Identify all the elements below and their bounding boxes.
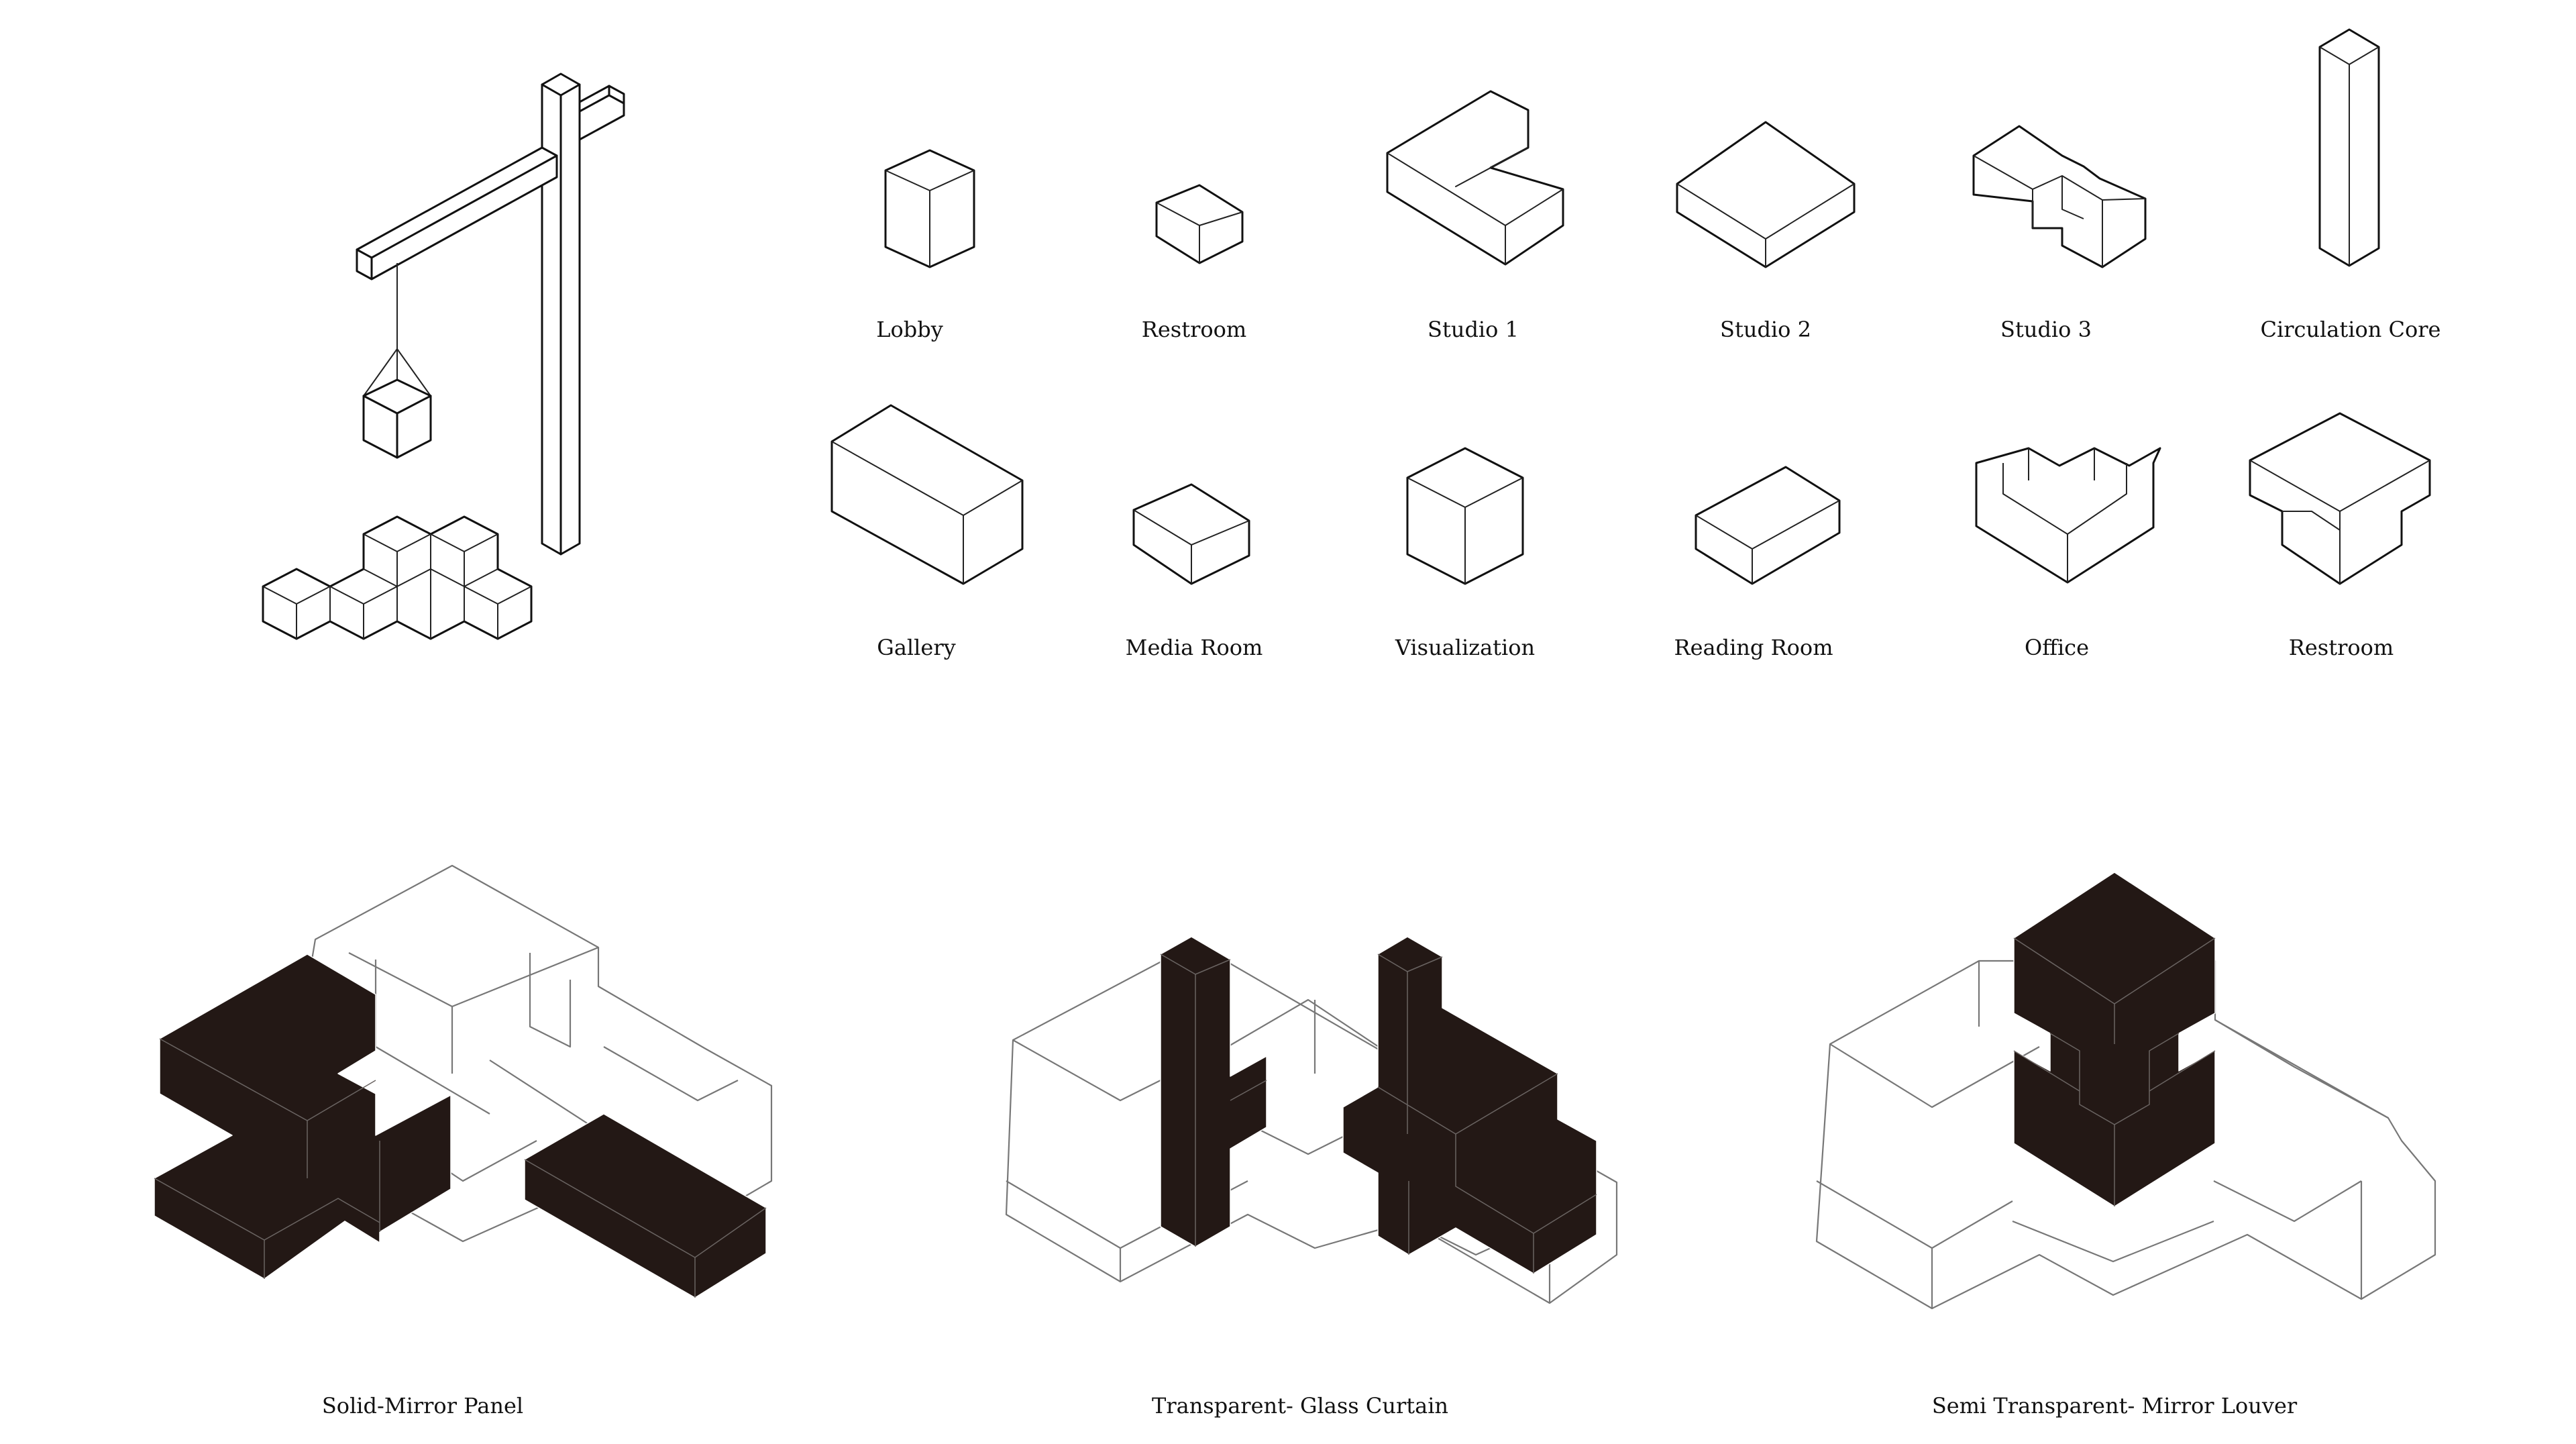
- program-block-studio-1: [1386, 90, 1564, 266]
- label-lobby: Lobby: [876, 317, 943, 342]
- crane-mast: [541, 72, 581, 556]
- glass-curtain-column-left: [1160, 936, 1267, 1247]
- program-block-studio-3: [1972, 125, 2147, 268]
- label-restroom-2: Restroom: [2289, 635, 2394, 660]
- glass-curtain-block-right: [1342, 936, 1597, 1274]
- label-reading-room: Reading Room: [1674, 635, 1833, 660]
- facade-massing-glass-curtain: [1005, 936, 1618, 1304]
- crane-illustration: [262, 72, 625, 640]
- facade-labels: Solid-Mirror Panel Transparent- Glass Cu…: [322, 1393, 2298, 1419]
- cube-cluster: [262, 515, 533, 640]
- program-block-restroom: [1155, 184, 1244, 264]
- program-block-gallery: [830, 404, 1024, 585]
- facade-massing-solid-mirror: [154, 864, 773, 1298]
- program-block-media-room: [1132, 483, 1250, 585]
- program-block-reading-room: [1695, 466, 1841, 585]
- facade-massing-mirror-louver: [1815, 872, 2436, 1310]
- program-block-visualization: [1406, 447, 1524, 585]
- solid-panel-block-left: [154, 953, 451, 1280]
- label-restroom: Restroom: [1142, 317, 1246, 342]
- mirror-louver-block: [2013, 872, 2216, 1207]
- label-office: Office: [2025, 635, 2089, 660]
- program-block-circulation-core: [2318, 28, 2380, 267]
- program-labels-row-1: Lobby Restroom Studio 1 Studio 2 Studio …: [876, 317, 2440, 342]
- label-gallery: Gallery: [877, 635, 955, 660]
- crane-hoist: [362, 263, 432, 459]
- label-studio-2: Studio 2: [1720, 317, 1811, 342]
- program-block-studio-2: [1676, 121, 1856, 268]
- label-media-room: Media Room: [1126, 635, 1263, 660]
- solid-panel-block-right: [524, 1113, 767, 1298]
- program-labels-row-2: Gallery Media Room Visualization Reading…: [877, 635, 2394, 660]
- crane-jib: [356, 85, 625, 280]
- label-glass-curtain: Transparent- Glass Curtain: [1152, 1393, 1448, 1419]
- program-block-restroom-2: [2249, 412, 2431, 585]
- label-studio-1: Studio 1: [1428, 317, 1519, 342]
- label-visualization: Visualization: [1395, 635, 1535, 660]
- label-studio-3: Studio 3: [2000, 317, 2092, 342]
- label-circulation-core: Circulation Core: [2261, 317, 2441, 342]
- label-solid-mirror-panel: Solid-Mirror Panel: [322, 1393, 523, 1419]
- label-mirror-louver: Semi Transparent- Mirror Louver: [1932, 1393, 2298, 1419]
- program-block-lobby: [884, 149, 975, 268]
- program-block-office: [1975, 447, 2161, 584]
